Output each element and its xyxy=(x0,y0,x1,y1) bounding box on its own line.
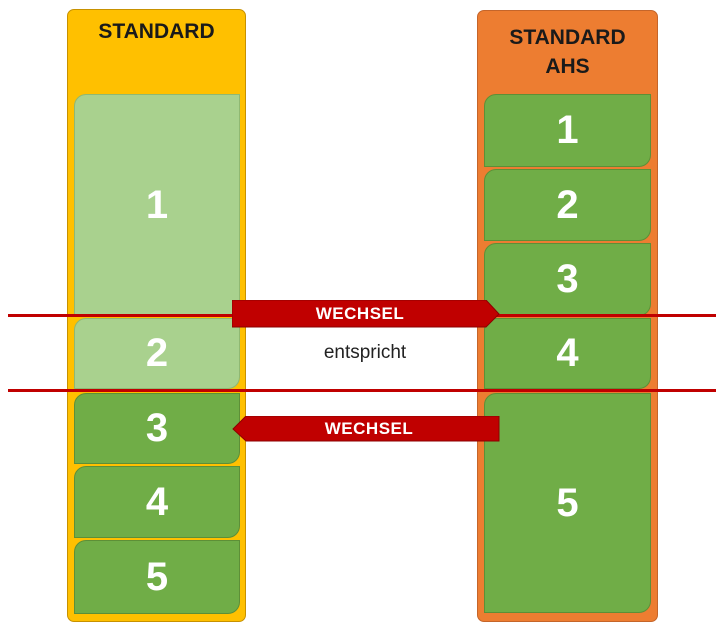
wechsel-right-arrow-label: WECHSEL xyxy=(315,304,405,323)
wechsel-right-arrow xyxy=(232,300,500,328)
standard-block-4: 4 xyxy=(74,466,240,538)
bottom-boundary-line xyxy=(8,389,716,392)
standard-ahs-title-line1: STANDARD xyxy=(509,26,626,49)
entspricht-label: entspricht xyxy=(323,342,407,363)
standard-ahs-title-line2: AHS xyxy=(545,55,590,78)
standard-block-2: 2 xyxy=(74,318,240,389)
ahs-block-5: 5 xyxy=(484,393,651,613)
wechsel-left-arrow xyxy=(232,416,500,442)
standard-block-3: 3 xyxy=(74,393,240,464)
ahs-block-1: 1 xyxy=(484,94,651,167)
standard-column-title: STANDARD xyxy=(98,20,215,43)
ahs-block-4: 4 xyxy=(484,318,651,389)
standard-block-1: 1 xyxy=(74,94,240,316)
standard-ahs-column-title: STANDARD AHS xyxy=(478,23,657,81)
wechsel-left-arrow-label: WECHSEL xyxy=(324,419,414,438)
standard-block-5: 5 xyxy=(74,540,240,614)
ahs-block-2: 2 xyxy=(484,169,651,241)
ahs-block-3: 3 xyxy=(484,243,651,316)
